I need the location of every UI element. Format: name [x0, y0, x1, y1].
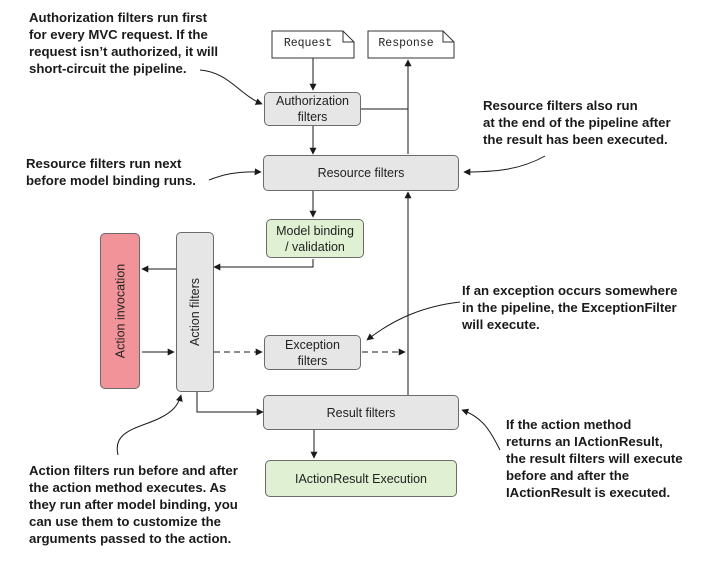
- request-doc-shape: [271, 30, 355, 59]
- authorization-filters-box: Authorization filters: [264, 92, 361, 126]
- note-action-line: arguments passed to the action.: [29, 531, 232, 546]
- request-doc-fold: [342, 31, 354, 43]
- arrow-model-binding-to-action-filters: [213, 259, 314, 271]
- leader-action: [116, 394, 183, 456]
- leader-authorization: [199, 69, 263, 105]
- note-action-line: can use them to customize the: [29, 514, 221, 529]
- note-authorization: Authorization filters run first for ever…: [29, 9, 218, 77]
- note-action-line: the action method executes. As: [29, 480, 227, 495]
- model-binding-line-2: / validation: [285, 239, 345, 254]
- action-invocation-label: Action invocation: [113, 263, 128, 359]
- note-exception-line: in the pipeline, the ExceptionFilter: [462, 300, 677, 315]
- response-doc-fold: [442, 31, 454, 43]
- leader-resource-first: [208, 168, 262, 181]
- exception-box-line-1: Exception: [285, 337, 340, 352]
- action-invocation-box: Action invocation: [100, 233, 140, 389]
- leader-exception: [366, 301, 461, 341]
- note-action-filters: Action filters run before and after the …: [29, 462, 238, 547]
- note-resource-first: Resource filters run next before model b…: [26, 155, 196, 189]
- exception-box-line-2: filters: [297, 353, 328, 368]
- note-result-line: before and after the: [506, 468, 630, 483]
- note-resource-first-line: Resource filters run next: [26, 156, 182, 171]
- note-exception-line: If an exception occurs somewhere: [462, 283, 678, 298]
- exception-filters-box: Exception filters: [264, 335, 361, 370]
- iactionresult-box-label: IActionResult Execution: [294, 471, 427, 486]
- note-exception-line: will execute.: [462, 317, 540, 332]
- authorization-box-line-2: filters: [297, 110, 328, 124]
- result-box-label: Result filters: [326, 405, 396, 420]
- model-binding-line-1: Model binding: [276, 223, 354, 238]
- note-result-line: the result filters will execute: [506, 451, 683, 466]
- note-resource-end-line: at the end of the pipeline after: [483, 115, 671, 130]
- request-label: Request: [283, 37, 333, 50]
- note-action-line: they run after model binding, you: [29, 497, 238, 512]
- note-resource-first-line: before model binding runs.: [26, 173, 196, 188]
- note-exception: If an exception occurs somewhere in the …: [462, 282, 677, 333]
- note-authorization-line: request isn’t authorized, it will: [29, 44, 219, 59]
- note-result-filters: If the action method returns an IActionR…: [506, 416, 683, 501]
- leader-resource-end: [463, 155, 546, 176]
- iactionresult-execution-box: IActionResult Execution: [265, 460, 457, 497]
- note-result-line: returns an IActionResult,: [506, 434, 663, 449]
- note-resource-end: Resource filters also run at the end of …: [483, 97, 671, 148]
- model-binding-box: Model binding / validation: [266, 219, 364, 258]
- note-authorization-line: short-circuit the pipeline.: [29, 61, 187, 76]
- action-filters-label: Action filters: [188, 277, 202, 347]
- resource-box-label: Resource filters: [317, 166, 405, 180]
- resource-filters-box: Resource filters: [263, 155, 459, 191]
- response-doc-shape: [367, 30, 455, 59]
- note-resource-end-line: the result has been executed.: [483, 132, 668, 147]
- note-authorization-line: for every MVC request. If the: [29, 27, 208, 42]
- note-result-line: If the action method: [506, 417, 632, 432]
- action-filters-box: Action filters: [176, 232, 214, 392]
- result-filters-box: Result filters: [263, 395, 459, 430]
- arrow-action-filters-to-result: [196, 392, 264, 416]
- note-authorization-line: Authorization filters run first: [29, 10, 208, 25]
- note-result-line: IActionResult is executed.: [506, 485, 671, 500]
- note-resource-end-line: Resource filters also run: [483, 98, 638, 113]
- leader-result: [461, 408, 501, 451]
- note-action-line: Action filters run before and after: [29, 463, 238, 478]
- authorization-box-line-1: Authorization: [276, 94, 349, 108]
- response-label: Response: [378, 37, 434, 50]
